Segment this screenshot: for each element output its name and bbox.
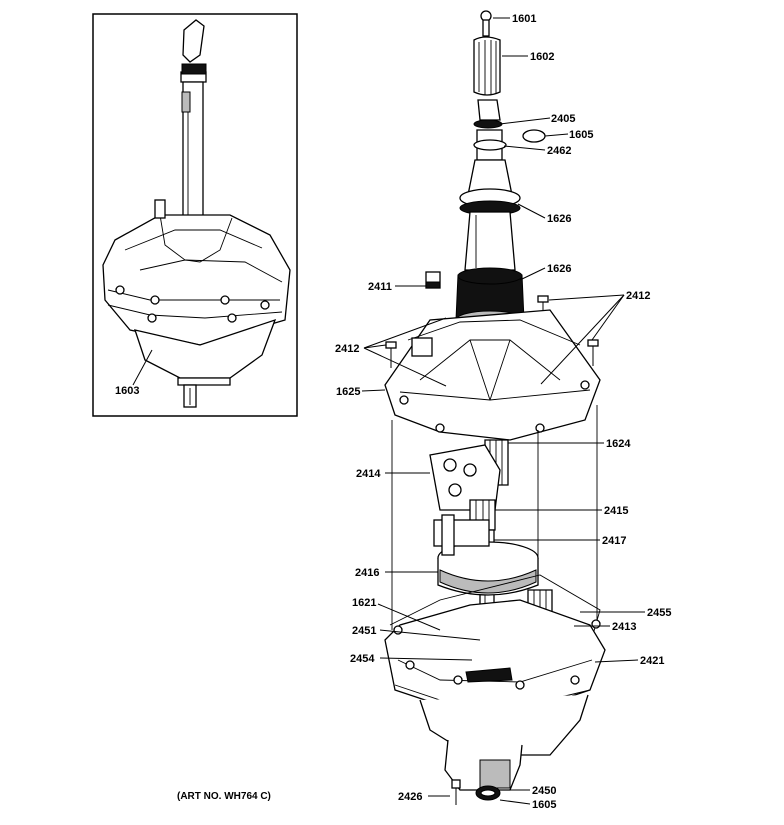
exploded-transmission	[384, 10, 606, 805]
part-1601-screw	[480, 10, 492, 37]
part-2421-lower-housing	[384, 599, 606, 791]
callout-2415: 2415	[604, 505, 628, 517]
callout-2411: 2411	[368, 281, 392, 293]
part-2416-gear	[433, 514, 539, 596]
art-number: (ART NO. WH764 C)	[177, 791, 271, 802]
callout-1624: 1624	[606, 438, 631, 450]
callout-2421: 2421	[640, 655, 664, 667]
callout-2454: 2454	[350, 653, 375, 665]
callout-1601: 1601	[512, 13, 536, 25]
callout-1605-bottom: 1605	[532, 799, 556, 811]
callout-2414: 2414	[356, 468, 381, 480]
callout-2450: 2450	[532, 785, 556, 797]
callout-2405: 2405	[551, 113, 575, 125]
inset-assembled-transmission	[92, 13, 298, 417]
callout-2417: 2417	[602, 535, 626, 547]
callout-2462: 2462	[547, 145, 571, 157]
leader-lines	[361, 17, 645, 805]
callout-1626-upper: 1626	[547, 213, 571, 225]
callout-1625: 1625	[336, 386, 360, 398]
callout-2413: 2413	[612, 621, 636, 633]
callout-2426: 2426	[398, 791, 422, 803]
callout-2455: 2455	[647, 607, 671, 619]
part-1602-coupling	[473, 36, 501, 96]
callout-labels: 1601 1602 2405 1605 2462 1626 1626 2411 …	[335, 13, 671, 811]
part-1625-cover	[384, 309, 601, 441]
callout-1605-top: 1605	[569, 129, 593, 141]
callout-2412-right: 2412	[626, 290, 650, 302]
callout-1602: 1602	[530, 51, 554, 63]
callout-1603: 1603	[115, 385, 139, 397]
callout-2416: 2416	[355, 567, 379, 579]
callout-2451: 2451	[352, 625, 376, 637]
callout-1621: 1621	[352, 597, 376, 609]
callout-1626-lower: 1626	[547, 263, 571, 275]
callout-2412-left: 2412	[335, 343, 359, 355]
